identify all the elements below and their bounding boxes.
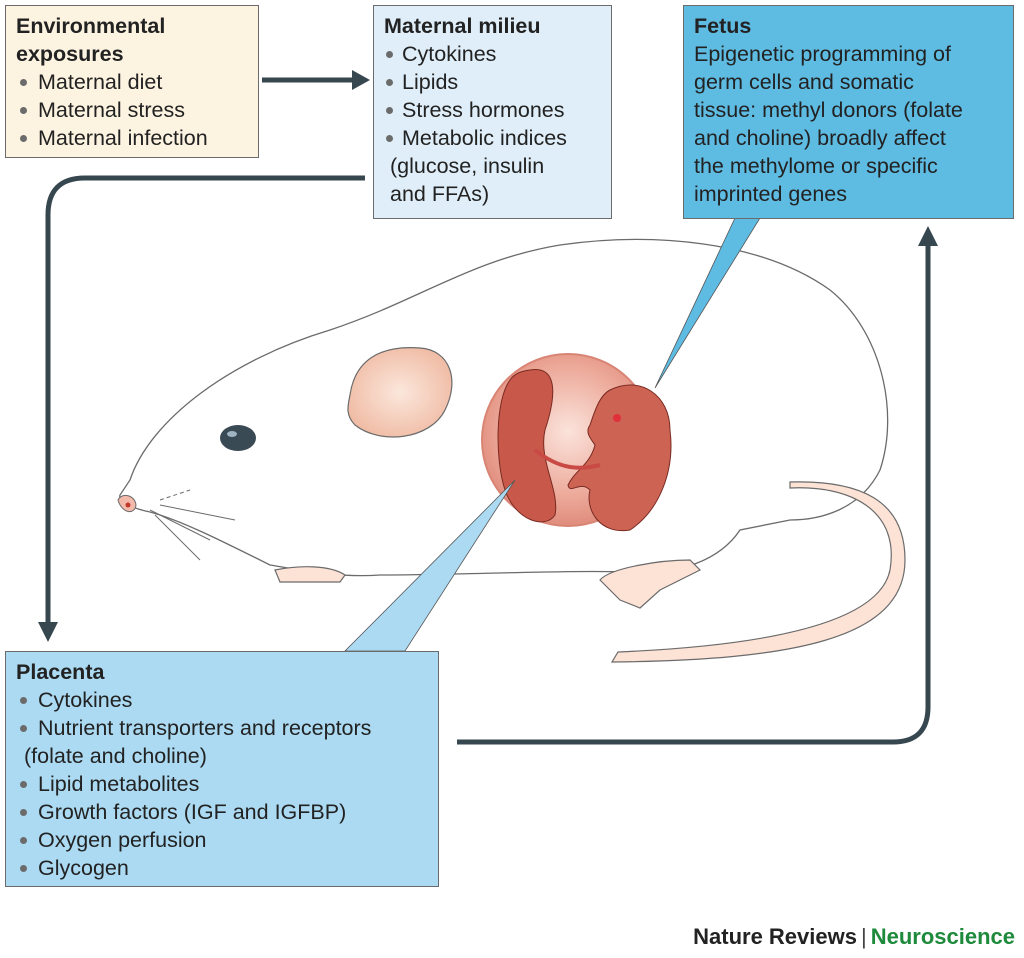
list-item: Lipids	[384, 68, 601, 96]
env-title-line1: Environmental	[16, 14, 166, 38]
list-item: Metabolic indices	[384, 124, 601, 152]
fetus-box: Fetus Epigenetic programming of germ cel…	[683, 5, 1014, 219]
mouse-whiskers	[149, 489, 236, 561]
arrow-milieu-to-placenta	[45, 175, 365, 625]
milieu-title: Maternal milieu	[384, 14, 541, 38]
env-title-line2: exposures	[16, 42, 124, 66]
list-item: Cytokines	[16, 686, 428, 714]
list-item: Stress hormones	[384, 96, 601, 124]
env-title: Environmental exposures	[16, 12, 248, 68]
fetus-title: Fetus	[694, 14, 752, 38]
fetus-shape	[567, 384, 672, 532]
environmental-exposures-box: Environmental exposures Maternal diet Mat…	[5, 5, 259, 158]
list-item: Maternal infection	[16, 124, 248, 152]
fetus-line: Epigenetic programming of	[694, 42, 951, 66]
umbilical-cord	[533, 448, 601, 470]
mouse-tail	[610, 481, 906, 663]
list-item: Maternal stress	[16, 96, 248, 124]
maternal-milieu-box: Maternal milieu Cytokines Lipids Stress …	[373, 5, 612, 219]
mouse-ear	[347, 347, 453, 438]
list-item: Oxygen perfusion	[16, 826, 428, 854]
list-item: Glycogen	[16, 854, 428, 882]
list-item: Nutrient transporters and receptors	[16, 714, 428, 742]
fetus-line: and choline) broadly affect	[694, 126, 946, 150]
separator: |	[860, 924, 867, 949]
list-item-continuation: (glucose, insulin	[390, 154, 545, 178]
mouse-front-foot	[274, 566, 346, 583]
fetus-line: tissue: methyl donors (folate	[694, 98, 963, 122]
placenta-title: Placenta	[16, 660, 105, 684]
journal-name: Nature Reviews	[693, 924, 857, 949]
journal-section: Neuroscience	[870, 924, 1015, 949]
list-item: Growth factors (IGF and IGFBP)	[16, 798, 428, 826]
placenta-box: Placenta Cytokines Nutrient transporters…	[5, 651, 439, 887]
mouse-eye	[220, 425, 256, 451]
mouse-hind-foot	[599, 559, 702, 609]
arrow-placenta-to-fetus	[457, 245, 931, 745]
fetus-line: germ cells and somatic	[694, 70, 914, 94]
list-item: Cytokines	[384, 40, 601, 68]
flow-arrows	[45, 77, 931, 745]
list-item-continuation: and FFAs)	[390, 182, 490, 206]
fetus-line: imprinted genes	[694, 182, 847, 206]
list-item-continuation: (folate and choline)	[24, 744, 207, 768]
list-item: Lipid metabolites	[16, 770, 428, 798]
journal-credit: Nature Reviews|Neuroscience	[693, 924, 1015, 950]
fetus-line: the methylome or specific	[694, 154, 938, 178]
list-item: Maternal diet	[16, 68, 248, 96]
